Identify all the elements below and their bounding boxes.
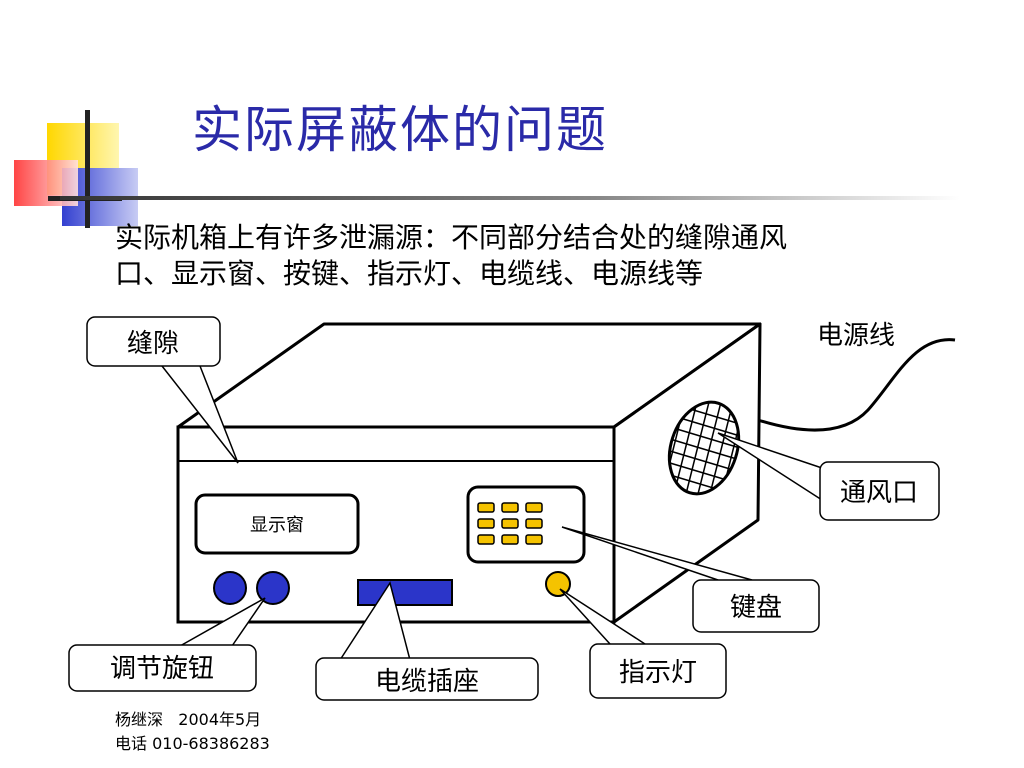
cable-socket-label: 电缆插座 (375, 667, 479, 697)
gap-label: 缝隙 (127, 329, 179, 359)
slide-body: 实际机箱上有许多泄漏源：不同部分结合处的缝隙通风 口、显示窗、按键、指示灯、电缆… (115, 220, 955, 292)
display-window-label: 显示窗 (250, 515, 304, 536)
indicator-callout-box (589, 643, 727, 699)
deco-vertical-bar (85, 110, 90, 228)
keyboard-keys (477, 502, 543, 545)
footer-date: 2004年5月 (178, 710, 262, 729)
footer-line-1: 杨继深 2004年5月 (115, 708, 270, 732)
gap-callout-pointer (161, 365, 239, 464)
adjust-knob-left (213, 571, 247, 605)
cable-socket (357, 579, 453, 606)
body-line-2: 口、显示窗、按键、指示灯、电缆线、电源线等 (115, 257, 704, 290)
knob-callout-box (68, 644, 257, 692)
keyboard-label: 键盘 (730, 593, 782, 623)
adjust-knob-right (256, 571, 290, 605)
slide-footer: 杨继深 2004年5月 电话 010-68386283 (115, 708, 270, 756)
keyboard-callout-pointer (561, 526, 753, 581)
body-line-1: 实际机箱上有许多泄漏源：不同部分结合处的缝隙通风 (115, 221, 788, 254)
knob-callout-pointer (179, 597, 266, 647)
cable-socket-callout-box (315, 657, 539, 701)
indicator-light (545, 571, 571, 597)
footer-phone: 电话 010-68386283 (115, 734, 270, 753)
cable-socket-callout-pointer (339, 581, 411, 661)
power-cord (757, 338, 956, 432)
keyboard-callout-box (692, 579, 820, 633)
vent-callout-pointer (717, 432, 823, 501)
knob-label: 调节旋钮 (110, 654, 214, 684)
gap-callout-box (86, 316, 221, 367)
footer-author: 杨继深 (115, 710, 164, 729)
title-rule (60, 196, 960, 200)
slide-title: 实际屏蔽体的问题 (192, 101, 608, 159)
indicator-callout-pointer (559, 588, 646, 645)
power-cord-label: 电源线 (817, 321, 895, 351)
vent-label: 通风口 (840, 478, 918, 508)
display-window (194, 493, 360, 555)
vent-opening (667, 400, 741, 496)
vent-callout-box (819, 461, 940, 521)
indicator-label: 指示灯 (619, 658, 697, 688)
